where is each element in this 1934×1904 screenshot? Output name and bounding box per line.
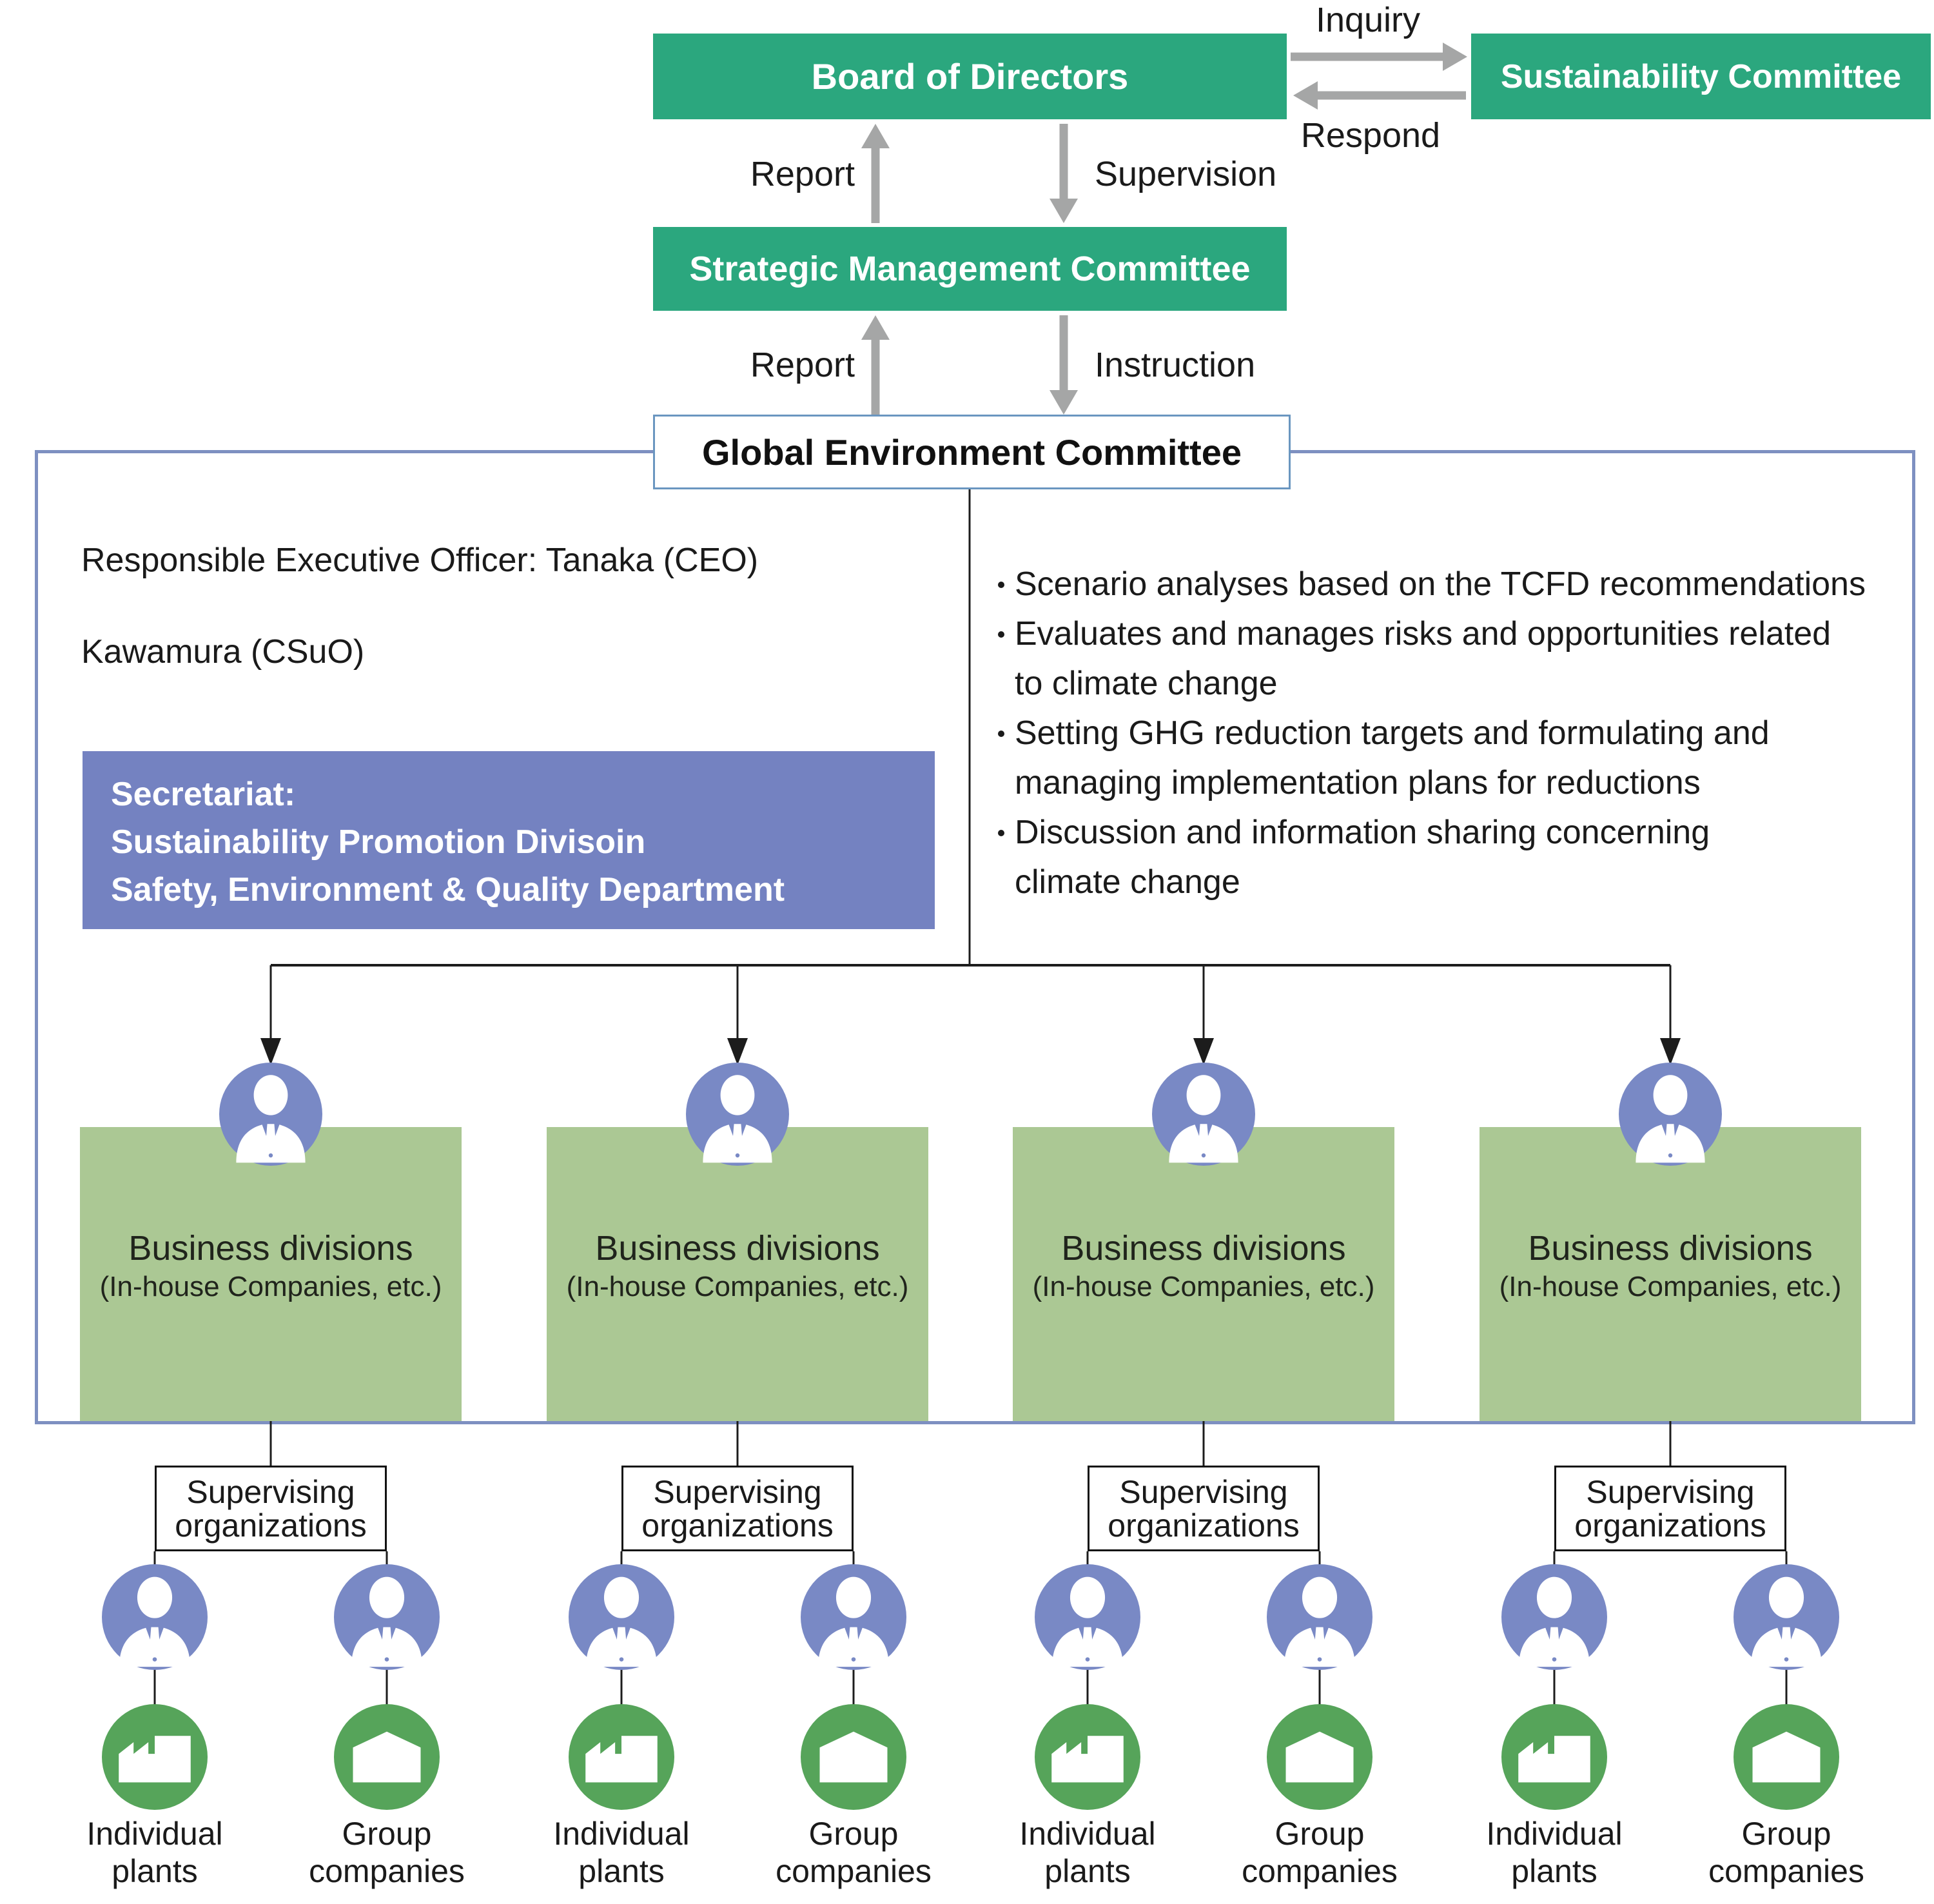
bullet-dot — [998, 731, 1004, 737]
individual-plants-label: Individual plants — [553, 1816, 690, 1889]
report-arrow-top — [861, 124, 890, 223]
building-icon — [801, 1704, 906, 1810]
building-icon — [1734, 1704, 1839, 1810]
person-icon — [102, 1564, 208, 1670]
factory-icon — [1035, 1704, 1140, 1810]
person-icon — [569, 1564, 674, 1670]
secretariat-line: Safety, Environment & Quality Department — [111, 871, 785, 908]
person-icon — [1267, 1564, 1372, 1670]
group-companies-label: Group companies — [776, 1816, 932, 1889]
group-companies-label: Group companies — [1708, 1816, 1864, 1889]
person-icon — [1619, 1063, 1722, 1166]
report-arrow-mid — [861, 315, 890, 415]
respond-arrow — [1293, 81, 1466, 110]
person-icon — [686, 1063, 789, 1166]
report-top-label: Report — [750, 155, 855, 193]
business-division-node: Business divisions (In-house Companies, … — [80, 1127, 462, 1421]
branch-arrow — [727, 965, 748, 1065]
business-division-node: Business divisions (In-house Companies, … — [547, 1127, 928, 1421]
person-icon — [1035, 1564, 1140, 1670]
instruction-arrow — [1050, 315, 1078, 415]
responsible-officer-line: Responsible Executive Officer: Tanaka (C… — [81, 542, 759, 579]
respond-label: Respond — [1300, 116, 1441, 155]
person-icon — [1734, 1564, 1839, 1670]
strategic-management-committee-node: Strategic Management Committee — [653, 227, 1287, 311]
business-division-node: Business divisions (In-house Companies, … — [1013, 1127, 1394, 1421]
inquiry-arrow — [1291, 43, 1467, 71]
list-item: Discussion and information sharing conce… — [998, 808, 1913, 907]
bullet-dot — [998, 830, 1004, 836]
list-item: Scenario analyses based on the TCFD reco… — [998, 560, 1913, 609]
csuo-line: Kawamura (CSuO) — [81, 633, 365, 671]
secretariat-line: Sustainability Promotion Divisoin — [111, 823, 646, 861]
branch-arrow — [260, 965, 281, 1065]
person-icon — [219, 1063, 322, 1166]
individual-plants-label: Individual plants — [1486, 1816, 1623, 1889]
global-environment-committee-node: Global Environment Committee — [653, 415, 1291, 489]
board-of-directors-node: Board of Directors — [653, 34, 1287, 119]
list-item: Setting GHG reduction targets and formul… — [998, 709, 1913, 808]
supervision-arrow — [1050, 124, 1078, 223]
branch-arrow — [1660, 965, 1681, 1065]
factory-icon — [569, 1704, 674, 1810]
individual-plants-label: Individual plants — [1019, 1816, 1156, 1889]
secretariat-line: Secretariat: — [111, 776, 296, 813]
person-icon — [801, 1564, 906, 1670]
supervising-organizations-node: Supervising organizations — [1554, 1466, 1786, 1551]
sustainability-committee-node: Sustainability Committee — [1471, 34, 1931, 119]
group-companies-label: Group companies — [1242, 1816, 1398, 1889]
person-icon — [334, 1564, 440, 1670]
report-mid-label: Report — [750, 346, 855, 384]
factory-icon — [102, 1704, 208, 1810]
individual-plants-label: Individual plants — [86, 1816, 223, 1889]
building-icon — [1267, 1704, 1372, 1810]
supervising-organizations-node: Supervising organizations — [1088, 1466, 1320, 1551]
gec-activities-list: Scenario analyses based on the TCFD reco… — [998, 560, 1913, 907]
supervision-label: Supervision — [1095, 155, 1277, 193]
secretariat-box: Secretariat: Sustainability Promotion Di… — [83, 751, 935, 929]
instruction-label: Instruction — [1095, 346, 1256, 384]
person-icon — [1152, 1063, 1255, 1166]
factory-icon — [1501, 1704, 1607, 1810]
group-companies-label: Group companies — [309, 1816, 465, 1889]
supervising-organizations-node: Supervising organizations — [155, 1466, 387, 1551]
supervising-organizations-node: Supervising organizations — [621, 1466, 854, 1551]
list-item: Evaluates and manages risks and opportun… — [998, 609, 1913, 709]
bullet-dot — [998, 582, 1004, 588]
bullet-dot — [998, 631, 1004, 638]
inquiry-label: Inquiry — [1315, 1, 1421, 39]
branch-arrow — [1193, 965, 1214, 1065]
building-icon — [334, 1704, 440, 1810]
person-icon — [1501, 1564, 1607, 1670]
business-division-node: Business divisions (In-house Companies, … — [1480, 1127, 1861, 1421]
